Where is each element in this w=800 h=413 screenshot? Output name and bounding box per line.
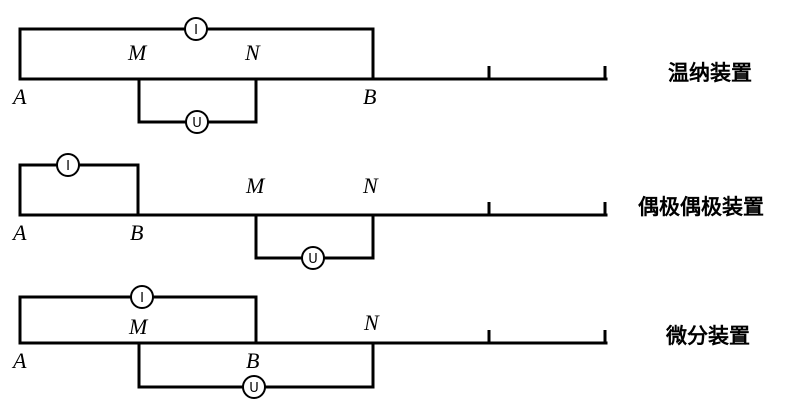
voltmeter-icon: U (301, 246, 325, 270)
point-label-n: N (363, 310, 380, 335)
ammeter-icon: I (184, 17, 208, 41)
ammeter-icon: I (130, 285, 154, 309)
point-label-m: M (127, 40, 148, 65)
voltmeter-icon: U (242, 375, 266, 399)
configuration-title: 温纳装置 (668, 61, 752, 85)
point-label-b: B (246, 348, 259, 373)
point-label-n: N (244, 40, 261, 65)
current-loop (18, 163, 140, 217)
voltmeter-icon: U (185, 110, 209, 134)
point-label-b: B (363, 84, 376, 109)
svg-text:I: I (66, 159, 70, 174)
point-label-m: M (245, 173, 266, 198)
point-label-a: A (11, 348, 27, 373)
configuration-title: 偶极偶极装置 (638, 195, 764, 219)
ammeter-icon: I (56, 153, 80, 177)
svg-text:U: U (308, 252, 318, 267)
svg-text:I: I (194, 23, 198, 38)
dipole-dipole-array: I U A B M N 偶极偶极装置 (11, 153, 764, 270)
configuration-title: 微分装置 (665, 324, 750, 348)
point-label-n: N (362, 173, 379, 198)
differential-array: I U A B M N 微分装置 (11, 285, 750, 399)
svg-text:U: U (192, 116, 202, 131)
point-label-a: A (11, 84, 27, 109)
svg-text:U: U (249, 381, 259, 396)
point-label-a: A (11, 220, 27, 245)
point-label-b: B (130, 220, 143, 245)
svg-text:I: I (140, 291, 144, 306)
point-label-m: M (128, 314, 149, 339)
wenner-array: I U A B M N 温纳装置 (11, 17, 752, 134)
